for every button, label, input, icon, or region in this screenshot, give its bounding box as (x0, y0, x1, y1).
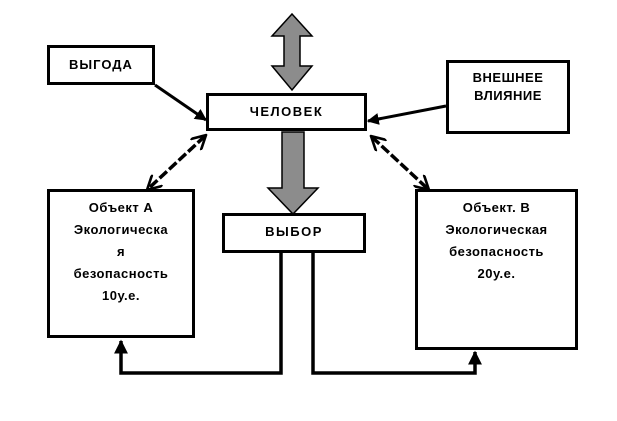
arrow-human-object-a (148, 136, 205, 189)
connector-choice-to-object-a (114, 253, 283, 375)
choice-label: ВЫБОР (265, 224, 323, 239)
arrow-human-object-b (372, 137, 428, 189)
human-box: ЧЕЛОВЕК (206, 93, 367, 131)
object-a-box: Объект А Экологическа я безопасность 10у… (47, 189, 195, 338)
external-influence-line-1: ВНЕШНЕЕ (472, 70, 544, 85)
vertical-double-arrow (270, 12, 314, 92)
object-b-line-3: безопасность (449, 244, 544, 259)
connector-choice-to-object-b (311, 253, 482, 375)
external-influence-line-2: ВЛИЯНИЕ (474, 88, 542, 103)
object-a-value: 10у.е. (101, 288, 140, 303)
benefit-box: ВЫГОДА (47, 45, 155, 85)
benefit-label: ВЫГОДА (69, 57, 133, 72)
object-b-line-2: Экологическая (445, 222, 548, 237)
object-b-title: Объект. В (462, 200, 531, 215)
object-a-line-4: безопасность (73, 266, 169, 281)
arrow-benefit-to-human (154, 83, 207, 122)
external-influence-box: ВНЕШНЕЕ ВЛИЯНИЕ (446, 60, 570, 134)
arrow-external-to-human (366, 104, 447, 125)
object-a-line-2: Экологическа (73, 222, 169, 237)
object-b-box: Объект. В Экологическая безопасность 20у… (415, 189, 578, 350)
object-a-line-3: я (116, 244, 126, 259)
object-b-value: 20у.е. (477, 266, 516, 281)
object-a-title: Объект А (88, 200, 154, 215)
down-arrow-to-choice (266, 131, 320, 216)
human-label: ЧЕЛОВЕК (249, 104, 324, 119)
choice-box: ВЫБОР (222, 213, 366, 253)
